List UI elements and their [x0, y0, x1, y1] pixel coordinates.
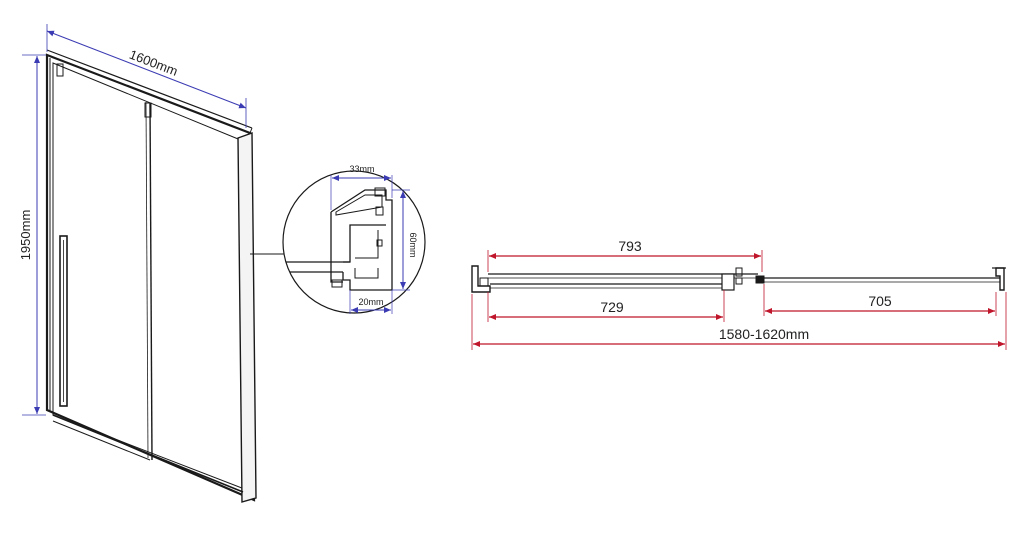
- bottom-width-label: 20mm: [358, 297, 383, 307]
- right-post: [237, 132, 257, 503]
- left-wall-profile: [471, 265, 491, 293]
- dim-overall: 1580-1620mm: [719, 326, 809, 342]
- width-label: 1600mm: [127, 47, 180, 79]
- height-dimension: 1950mm: [18, 54, 46, 416]
- panel-divider: [149, 102, 153, 461]
- top-width-label: 33mm: [349, 164, 374, 174]
- height-label: 1950mm: [18, 210, 33, 261]
- height-label-detail: 60mm: [408, 232, 418, 257]
- right-wall-profile: [995, 267, 1005, 291]
- plan-view: [471, 265, 1006, 293]
- profile-detail: 33mm 60mm 20mm: [282, 164, 426, 314]
- door-perspective: [45, 49, 257, 503]
- plan-dimensions: 793 729 705 1580-1620mm: [471, 238, 1007, 350]
- dim-lower-right: 705: [868, 293, 892, 309]
- dim-upper-left: 793: [618, 238, 642, 254]
- detail-circle: [282, 170, 426, 314]
- roller-block: [721, 273, 735, 291]
- dim-lower-left: 729: [600, 299, 624, 315]
